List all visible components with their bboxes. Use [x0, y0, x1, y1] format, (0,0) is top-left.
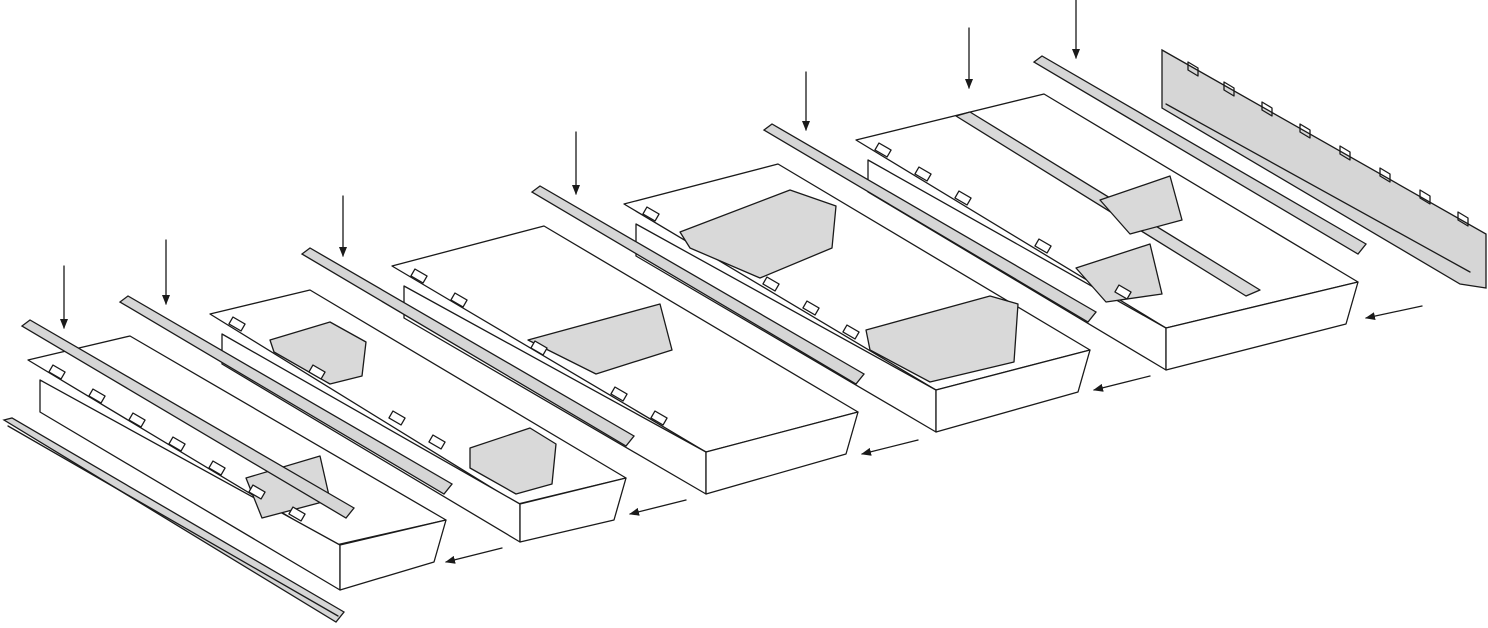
back-panel-right [1161, 48, 1487, 289]
rail-6 [1032, 55, 1367, 255]
slide-arrow-2 [629, 499, 687, 516]
slide-arrow-4 [1093, 375, 1151, 392]
rail-3 [300, 247, 635, 447]
rail-4 [530, 185, 865, 385]
slide-arrow-1 [445, 547, 503, 564]
slide-arrow-3 [861, 439, 919, 456]
slide-arrow-5 [1365, 305, 1423, 321]
rail-5 [762, 123, 1097, 323]
front-rail-left [2, 417, 345, 623]
rail-2 [118, 295, 453, 495]
rail-1 [20, 319, 355, 519]
